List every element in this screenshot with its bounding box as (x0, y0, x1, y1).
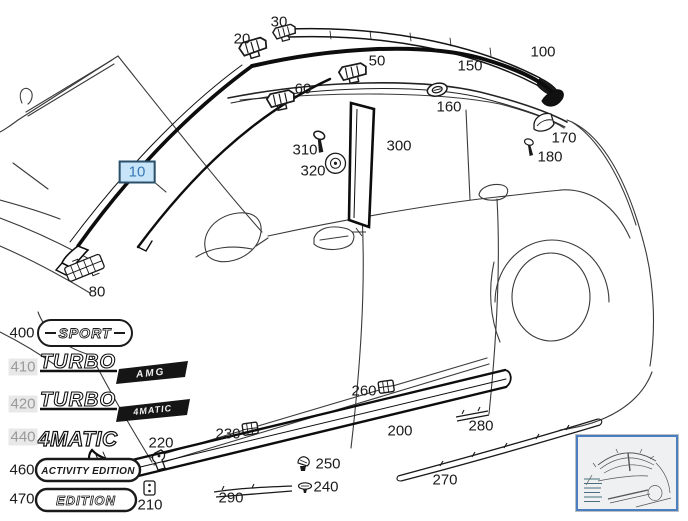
badge-4matic-plate-text: 4MATIC (132, 403, 173, 417)
callout-10[interactable]: 10 (118, 160, 156, 184)
callout-100[interactable]: 100 (530, 43, 556, 61)
lower-strip-270-part[interactable] (396, 418, 603, 482)
callout-440[interactable]: 440 (8, 428, 38, 446)
callout-200[interactable]: 200 (387, 422, 413, 440)
callout-460[interactable]: 460 (9, 461, 35, 479)
callout-150[interactable]: 150 (457, 57, 483, 75)
callout-280[interactable]: 280 (468, 417, 494, 435)
callout-400[interactable]: 400 (9, 324, 35, 342)
plug-250-part[interactable] (297, 456, 310, 471)
badge-sport[interactable]: SPORT (37, 319, 133, 347)
badge-turbo-4matic-text: TURBO (40, 389, 116, 411)
badge-edition-text: EDITION (56, 493, 116, 508)
badge-activity-edition[interactable]: ACTIVITY EDITION (34, 457, 142, 483)
callout-230[interactable]: 230 (215, 425, 241, 443)
badge-edition[interactable]: EDITION (34, 487, 138, 513)
callout-310[interactable]: 310 (292, 141, 318, 159)
callout-60[interactable]: 60 (294, 80, 312, 98)
callout-470[interactable]: 470 (9, 490, 35, 508)
mount-plate-80-part[interactable] (63, 251, 106, 285)
callout-170[interactable]: 170 (551, 129, 577, 147)
callout-220[interactable]: 220 (148, 434, 174, 452)
rivet-240-part[interactable] (297, 482, 313, 493)
callout-210[interactable]: 210 (137, 496, 163, 514)
callout-30[interactable]: 30 (270, 13, 288, 31)
a-pillar-moulding-10-part[interactable] (54, 64, 332, 276)
clip-50-part[interactable] (337, 61, 370, 86)
roof-rail-strip-part[interactable] (285, 27, 559, 97)
callout-160[interactable]: 160 (436, 98, 462, 116)
badge-activity-edition-text: ACTIVITY EDITION (40, 466, 135, 477)
badge-turbo-amg-text: TURBO (40, 351, 116, 373)
lower-strip-280-part[interactable] (455, 406, 490, 422)
clip-260-part[interactable] (377, 379, 396, 395)
clip-210-part[interactable] (143, 480, 156, 496)
callout-20[interactable]: 20 (233, 30, 251, 48)
callout-180[interactable]: 180 (537, 148, 563, 166)
end-cap-170-part[interactable] (533, 112, 555, 132)
badge-amg-plate-text: AMG (135, 367, 166, 381)
thumbnail-mini-diagram (584, 448, 672, 508)
badge-4matic[interactable]: 4MATIC (36, 427, 118, 451)
callout-420[interactable]: 420 (8, 395, 38, 413)
callout-300[interactable]: 300 (386, 137, 412, 155)
callout-80[interactable]: 80 (88, 283, 106, 301)
callout-260[interactable]: 260 (351, 382, 377, 400)
roof-moulding-150-part[interactable] (227, 82, 568, 128)
diagram-overview-thumbnail[interactable] (576, 435, 678, 511)
badge-turbo-amg[interactable]: TURBO AMG (39, 350, 188, 384)
callout-320[interactable]: 320 (300, 162, 326, 180)
badge-4matic-text: 4MATIC (37, 428, 118, 451)
lower-strip-290-part[interactable] (213, 483, 293, 498)
grommet-320-part[interactable] (324, 152, 347, 175)
callout-240[interactable]: 240 (313, 478, 339, 496)
callout-410[interactable]: 410 (8, 358, 38, 376)
roof-moulding-100-part[interactable] (250, 46, 564, 107)
badge-turbo-4matic[interactable]: TURBO 4MATIC (39, 388, 190, 422)
callout-290[interactable]: 290 (218, 489, 244, 507)
badge-sport-text: SPORT (59, 325, 112, 341)
callout-50[interactable]: 50 (368, 52, 386, 70)
callout-270[interactable]: 270 (432, 471, 458, 489)
b-pillar-cover-300-part[interactable] (347, 101, 376, 237)
callout-250[interactable]: 250 (315, 455, 341, 473)
